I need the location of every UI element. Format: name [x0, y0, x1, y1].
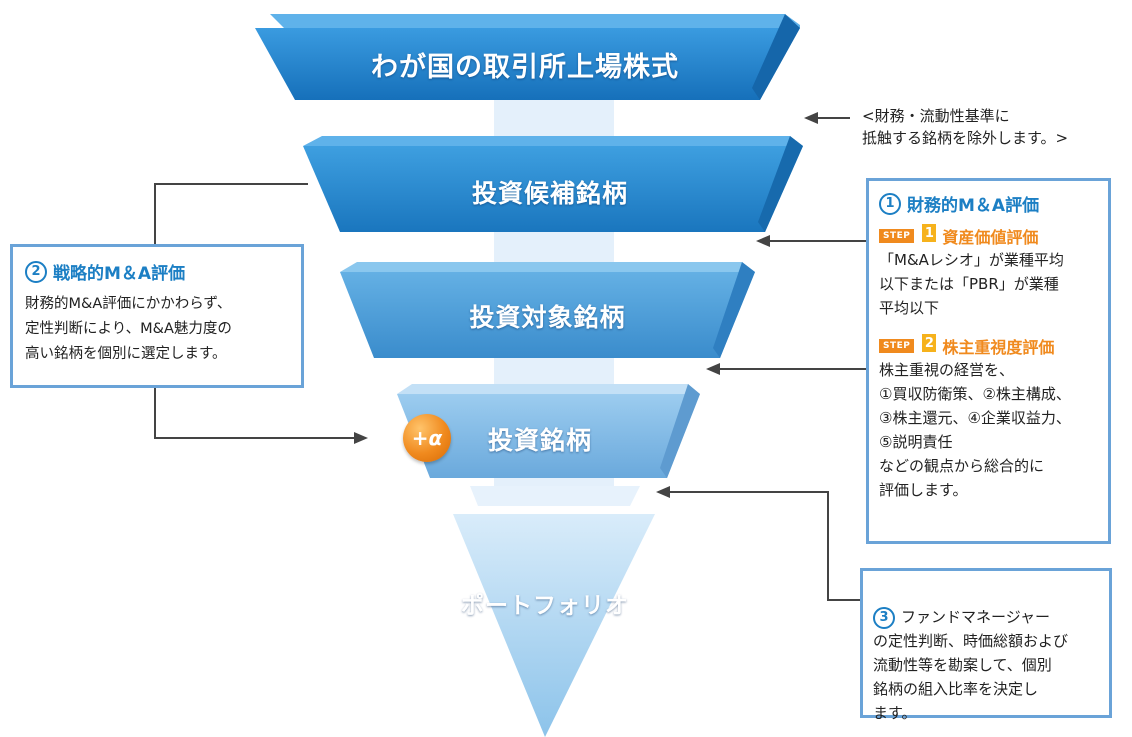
tier4-top-face — [397, 384, 700, 394]
fund-arrow — [668, 491, 860, 601]
plus-alpha-badge: +α — [403, 414, 451, 462]
strategic-evaluation-title: 2 戦略的M＆A評価 — [25, 259, 289, 284]
step2-arrow-head — [706, 363, 720, 375]
strategic-evaluation-body: 財務的M&A評価にかかわらず、 定性判断により、M&A魅力度の 高い銘柄を個別に… — [25, 296, 232, 362]
tier2-shape — [303, 146, 803, 232]
strategic-title-text: 戦略的M＆A評価 — [53, 264, 186, 284]
strategic-arrow-head — [354, 432, 368, 444]
tier3-shape — [340, 272, 755, 358]
financial-evaluation-box: 1 財務的M＆A評価 STEP 1 資産価値評価 「M&Aレシオ」が業種平均 以… — [866, 178, 1111, 544]
step-badge-text: STEP — [883, 341, 911, 351]
tier-label-candidate-stocks: 投資候補銘柄 — [471, 179, 628, 208]
step2-body: 株主重視の経営を、 ①買収防衛策、②株主構成、 ③株主還元、④企業収益力、 ⑤説… — [879, 361, 1071, 499]
fund-arrow-head — [656, 486, 670, 498]
tier-label-portfolio: ポートフォリオ — [461, 593, 629, 619]
tier-label-listed-stocks: わが国の取引所上場株式 — [371, 52, 679, 83]
tier3-top-face — [340, 262, 755, 272]
step1-body: 「M&Aレシオ」が業種平均 以下または「PBR」が業種 平均以下 — [879, 251, 1064, 317]
tier-label-target-stocks: 投資対象銘柄 — [469, 303, 626, 332]
step2-number: 2 — [922, 334, 937, 352]
tier3-side-face — [713, 262, 755, 358]
tier4-side-face — [660, 384, 700, 478]
fund-manager-text: ファンドマネージャー の定性判断、時価総額および 流動性等を勘案して、個別 銘柄… — [873, 608, 1069, 722]
number-2-icon: 2 — [25, 260, 47, 283]
tier-label-investment-stocks: 投資銘柄 — [487, 426, 592, 455]
step-badge-icon: STEP — [879, 339, 915, 353]
tier-gap-band — [470, 486, 640, 506]
step1-title: 資産価値評価 — [942, 228, 1039, 247]
step-badge-text: STEP — [883, 231, 911, 241]
tier2-top-face — [303, 136, 803, 146]
tier5-shape — [453, 514, 655, 737]
financial-title-text: 財務的M＆A評価 — [907, 196, 1040, 216]
step2-header: STEP 2 株主重視度評価 — [879, 334, 1098, 358]
exclude-arrow-head — [804, 112, 818, 124]
financial-evaluation-title: 1 財務的M＆A評価 — [879, 191, 1098, 216]
number-3-icon: 3 — [873, 606, 895, 629]
step1-arrow-head — [756, 235, 770, 247]
tier1-top-face — [270, 14, 800, 28]
tier4-shape — [397, 394, 700, 478]
step1-header: STEP 1 資産価値評価 — [879, 224, 1098, 248]
tier1-side-face — [752, 14, 800, 100]
strategic-connector-top — [154, 183, 308, 245]
number-1-icon: 1 — [879, 192, 901, 215]
exclusion-note: <財務・流動性基準に 抵触する銘柄を除外します。> — [862, 107, 1069, 147]
strategic-arrow — [154, 388, 355, 439]
tier2-side-face — [758, 136, 803, 232]
step1-number: 1 — [922, 224, 937, 242]
tier1-shape — [255, 28, 800, 100]
step-badge-icon: STEP — [879, 229, 915, 243]
step2-title: 株主重視度評価 — [942, 338, 1055, 357]
strategic-evaluation-box: 2 戦略的M＆A評価 財務的M&A評価にかかわらず、 定性判断により、M&A魅力… — [10, 244, 304, 388]
